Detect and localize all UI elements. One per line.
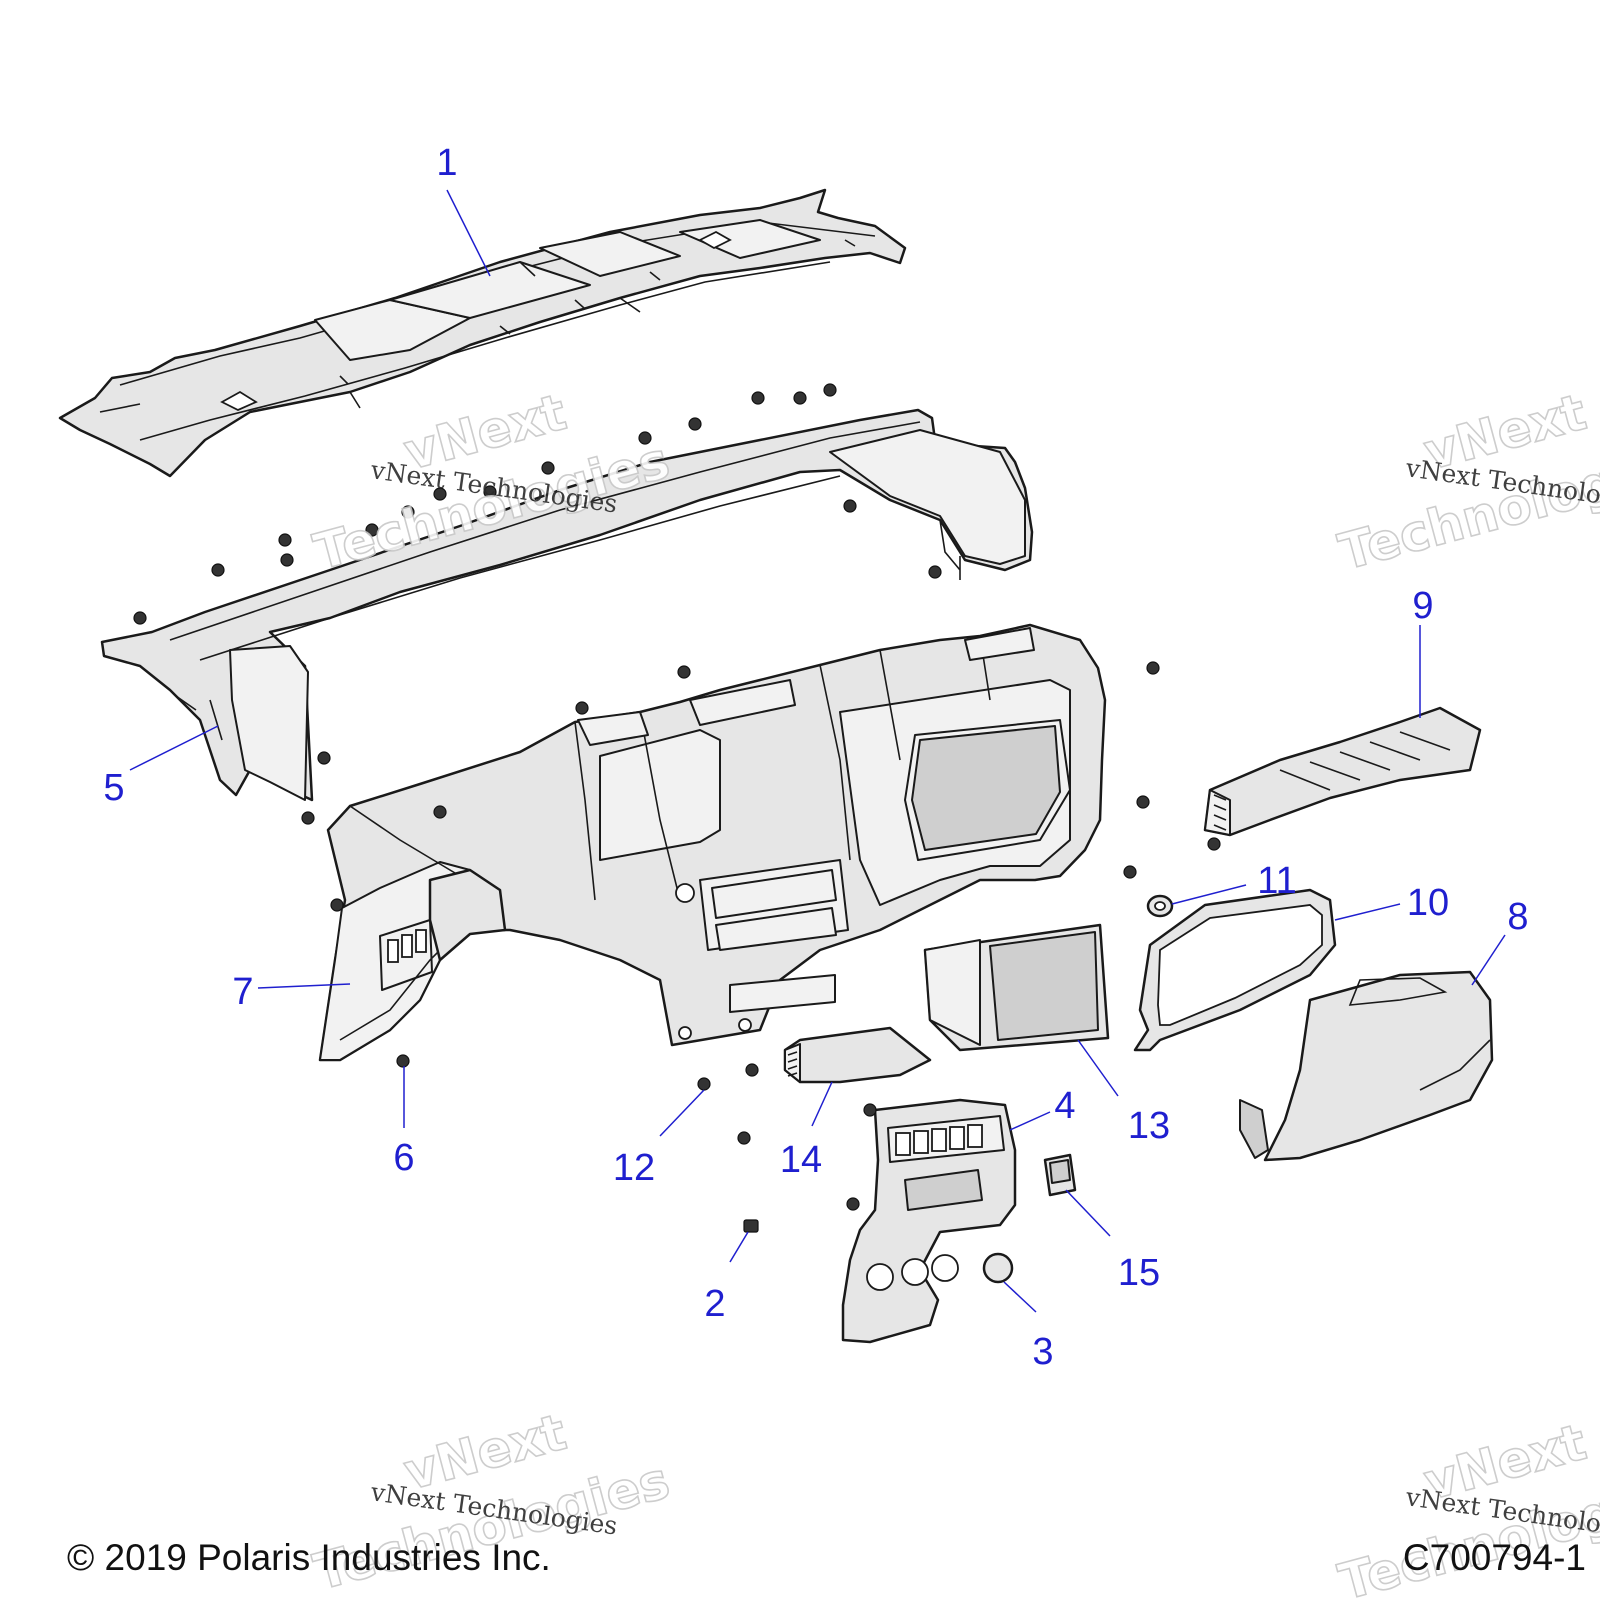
callout-10: 10	[1407, 882, 1449, 924]
leader-lines	[129, 189, 1506, 1313]
part-7-dash-structure	[318, 623, 1107, 1062]
part-1-upper-dash-cover	[58, 188, 907, 478]
callout-4: 4	[1054, 1085, 1075, 1127]
part-3-cap	[982, 1252, 1014, 1284]
part-2-clip	[743, 1219, 759, 1233]
leader-14	[811, 1081, 833, 1127]
leader-11	[1171, 884, 1247, 905]
part-10-seal	[1133, 888, 1337, 1052]
leader-13	[1077, 1039, 1119, 1097]
leader-7	[257, 983, 351, 989]
part-9-vent	[1203, 706, 1482, 837]
leader-10	[1334, 903, 1401, 921]
leader-12	[659, 1089, 705, 1137]
leader-8	[1471, 934, 1506, 986]
part-8-glovebox-door	[1239, 970, 1494, 1162]
part-13-glovebox-bin	[923, 923, 1110, 1052]
callout-1: 1	[436, 142, 457, 184]
watermark-upper-right: vNext Technologies vNext Technologies	[1332, 382, 1600, 582]
fastener-screws	[133, 383, 1221, 1211]
leader-4	[1009, 1111, 1051, 1131]
callout-12: 12	[613, 1147, 655, 1189]
part-14-lower-vent	[783, 1026, 932, 1084]
callout-11: 11	[1257, 860, 1296, 902]
leader-3	[1003, 1281, 1037, 1313]
callout-8: 8	[1507, 896, 1528, 938]
callout-14: 14	[780, 1139, 822, 1181]
callout-5: 5	[103, 767, 124, 809]
leader-1	[446, 189, 491, 277]
leader-15	[1065, 1189, 1111, 1237]
copyright-notice: © 2019 Polaris Industries Inc.	[67, 1537, 551, 1578]
part-4-switch-panel	[841, 1098, 1017, 1344]
part-11-grommet	[1146, 894, 1174, 918]
callout-3: 3	[1032, 1331, 1053, 1373]
leader-5	[129, 725, 219, 771]
part-15-switch	[1043, 1153, 1077, 1197]
drawing-number: C700794-1	[1402, 1537, 1586, 1578]
leader-2	[729, 1231, 749, 1263]
callout-2: 2	[704, 1283, 725, 1325]
callout-13: 13	[1128, 1105, 1170, 1147]
callout-15: 15	[1118, 1252, 1160, 1294]
callout-6: 6	[393, 1137, 414, 1179]
part-5-cowl-frame	[100, 408, 1034, 802]
callout-7: 7	[232, 971, 253, 1013]
callout-numbers: 1 2 3 4 5 6 7 8 9 10 11 12 13 14 15	[103, 142, 1528, 1373]
callout-9: 9	[1412, 585, 1433, 627]
